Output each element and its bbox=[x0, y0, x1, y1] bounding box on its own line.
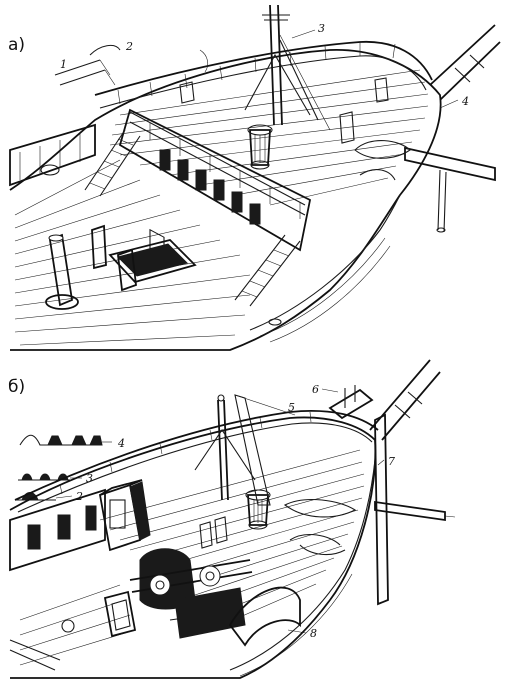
panel-a-left-ladder bbox=[84, 129, 141, 197]
panel-b-breakwater bbox=[228, 586, 301, 647]
panel-a-posts bbox=[45, 224, 137, 310]
panel-a-cathead bbox=[404, 146, 496, 233]
panel-a-foremast bbox=[244, 4, 331, 131]
panel-a-callout-1: 1 bbox=[60, 58, 67, 71]
panel-b-foremast bbox=[194, 394, 296, 506]
panel-a-hatch bbox=[108, 239, 197, 284]
panel-a-hull-outline bbox=[9, 49, 442, 351]
panel-a-capstan bbox=[247, 124, 273, 170]
panel-a-callout-4: 4 bbox=[461, 95, 469, 108]
panel-b-callout-2: 2 bbox=[75, 490, 83, 503]
panel-b-callout-6: 6 bbox=[312, 383, 319, 396]
panel-b-callout-8: 8 bbox=[310, 627, 317, 640]
panel-b-callout-7: 7 bbox=[388, 455, 395, 468]
panel-b-callout-4: 4 bbox=[117, 437, 125, 450]
panel-b-capstan bbox=[245, 489, 271, 530]
panel-b-callout-5: 5 bbox=[288, 401, 295, 414]
panel-b-windlass bbox=[129, 548, 253, 639]
panel-a-forecastle-bulkhead bbox=[118, 108, 312, 252]
panel-b-legend bbox=[16, 434, 112, 501]
panel-b-hull-outline bbox=[9, 416, 377, 679]
panel-b-bowsprit bbox=[369, 359, 441, 606]
panel-a-right-ladder bbox=[234, 234, 301, 307]
panel-a: а) bbox=[8, 4, 501, 351]
panel-a-bowsprit bbox=[429, 24, 501, 101]
panel-b-callout-3: 3 bbox=[86, 472, 93, 485]
panel-a-main-deck-planks bbox=[14, 159, 251, 346]
panel-b-deckhouse bbox=[98, 479, 151, 552]
panel-a-label: а) bbox=[8, 35, 25, 55]
panel-b-rail bbox=[14, 409, 379, 501]
panel-b: б) 4 3 2 bbox=[8, 359, 456, 679]
panel-b-label: б) bbox=[8, 377, 25, 397]
panel-a-callout-3: 3 bbox=[318, 22, 325, 35]
panel-a-callout-2: 2 bbox=[125, 40, 133, 53]
panel-a-rail bbox=[94, 41, 433, 96]
